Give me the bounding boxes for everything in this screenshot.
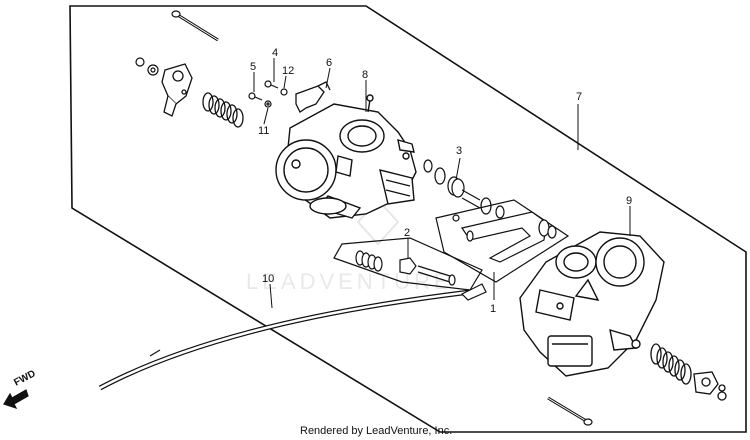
linkage-subframe bbox=[435, 199, 570, 283]
carburetor-lower bbox=[519, 231, 665, 377]
forward-arrow-icon bbox=[3, 389, 29, 410]
callout-4: 4 bbox=[272, 47, 278, 59]
seal-and-washers bbox=[423, 159, 505, 219]
callout-5: 5 bbox=[250, 61, 256, 73]
callout-8: 8 bbox=[362, 69, 368, 81]
callout-6: 6 bbox=[326, 57, 332, 69]
callout-10: 10 bbox=[262, 273, 274, 285]
watermark-logo: LEADVENTURE bbox=[246, 198, 453, 294]
callout-3: 3 bbox=[456, 145, 462, 157]
carburetor-upper bbox=[275, 94, 417, 219]
throttle-link-bracket bbox=[161, 63, 193, 117]
long-screw-top bbox=[171, 10, 219, 42]
small-screws bbox=[248, 80, 288, 108]
callout-11: 11 bbox=[258, 125, 269, 137]
spring-left bbox=[202, 92, 244, 128]
callout-1: 1 bbox=[490, 303, 496, 315]
long-screw-bottom bbox=[547, 396, 593, 426]
adjuster-subframe bbox=[333, 237, 483, 291]
assembly-boundary bbox=[69, 5, 747, 433]
throttle-link-right bbox=[693, 371, 727, 401]
throttle-cable bbox=[98, 283, 487, 391]
callout-2: 2 bbox=[404, 227, 410, 239]
watermark-text: LEADVENTURE bbox=[246, 269, 453, 294]
spring-right bbox=[650, 343, 692, 385]
forward-label: FWD bbox=[12, 368, 37, 388]
callout-12: 12 bbox=[282, 65, 294, 77]
callout-9: 9 bbox=[626, 195, 632, 207]
callout-7: 7 bbox=[576, 91, 582, 103]
render-credit: Rendered by LeadVenture, Inc. bbox=[300, 425, 452, 437]
washers-left bbox=[135, 57, 159, 76]
forward-direction-indicator: FWD bbox=[3, 368, 38, 410]
leader-lines bbox=[253, 58, 631, 309]
choke-bracket bbox=[295, 81, 331, 113]
